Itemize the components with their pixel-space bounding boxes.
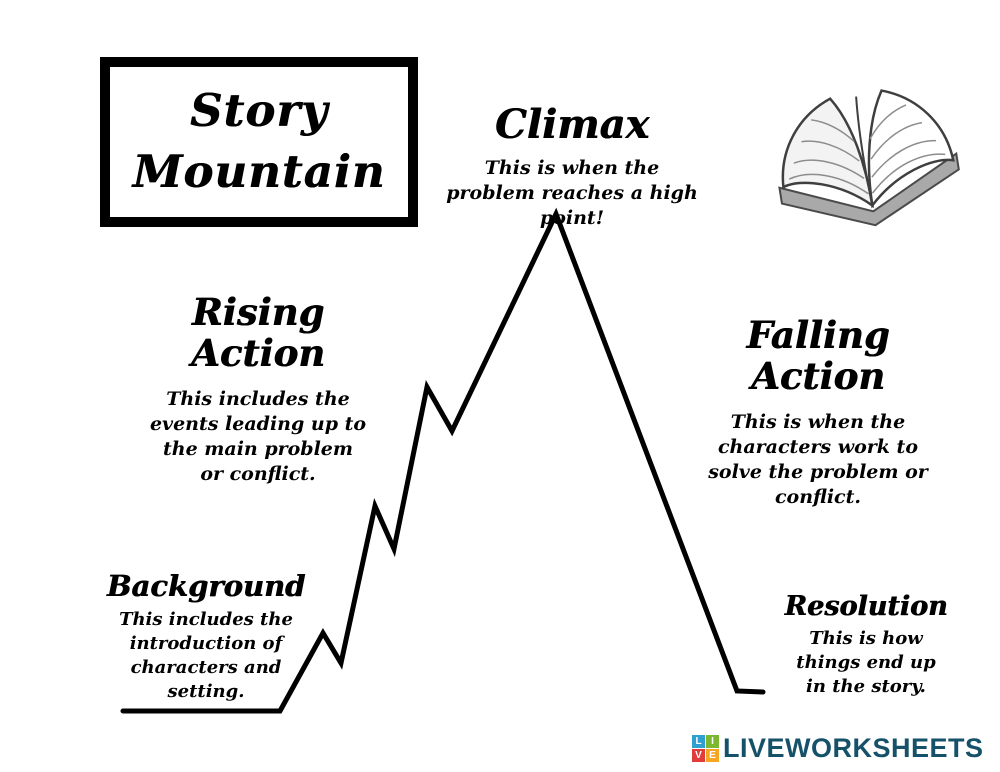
worksheet-title: Story Mountain [132,84,386,198]
section-falling-action: Falling Action This is when the characte… [707,313,929,510]
liveworksheets-icon-tile-v: V [692,749,705,762]
section-rising-action: Rising Action This includes the events l… [149,290,367,487]
liveworksheets-wordmark: LIVEWORKSHEETS [723,733,984,763]
falling-action-description: This is when the characters work to solv… [708,410,928,509]
resolution-description: This is how things end up in the story. [796,628,936,697]
resolution-heading: Resolution [784,591,948,622]
liveworksheets-icon: L I V E [692,735,719,762]
section-background: Background This includes the introductio… [107,570,305,703]
liveworksheets-icon-tile-l: L [692,735,705,748]
climax-description: This is when the problem reaches a high … [446,156,698,229]
title-box: Story Mountain [100,57,418,227]
background-heading: Background [106,569,306,603]
section-climax: Climax This is when the problem reaches … [438,101,706,231]
liveworksheets-logo-link[interactable]: L I V E LIVEWORKSHEETS [692,733,984,764]
climax-heading: Climax [494,101,650,148]
section-resolution: Resolution This is how things end up in … [784,591,948,698]
falling-action-heading: Falling Action [746,313,890,399]
background-description: This includes the introduction of charac… [119,609,293,702]
rising-action-heading: Rising Action [191,290,325,376]
liveworksheets-icon-tile-e: E [706,749,719,762]
open-book-icon [778,89,960,227]
liveworksheets-icon-tile-i: I [706,735,719,748]
rising-action-description: This includes the events leading up to t… [149,387,367,486]
